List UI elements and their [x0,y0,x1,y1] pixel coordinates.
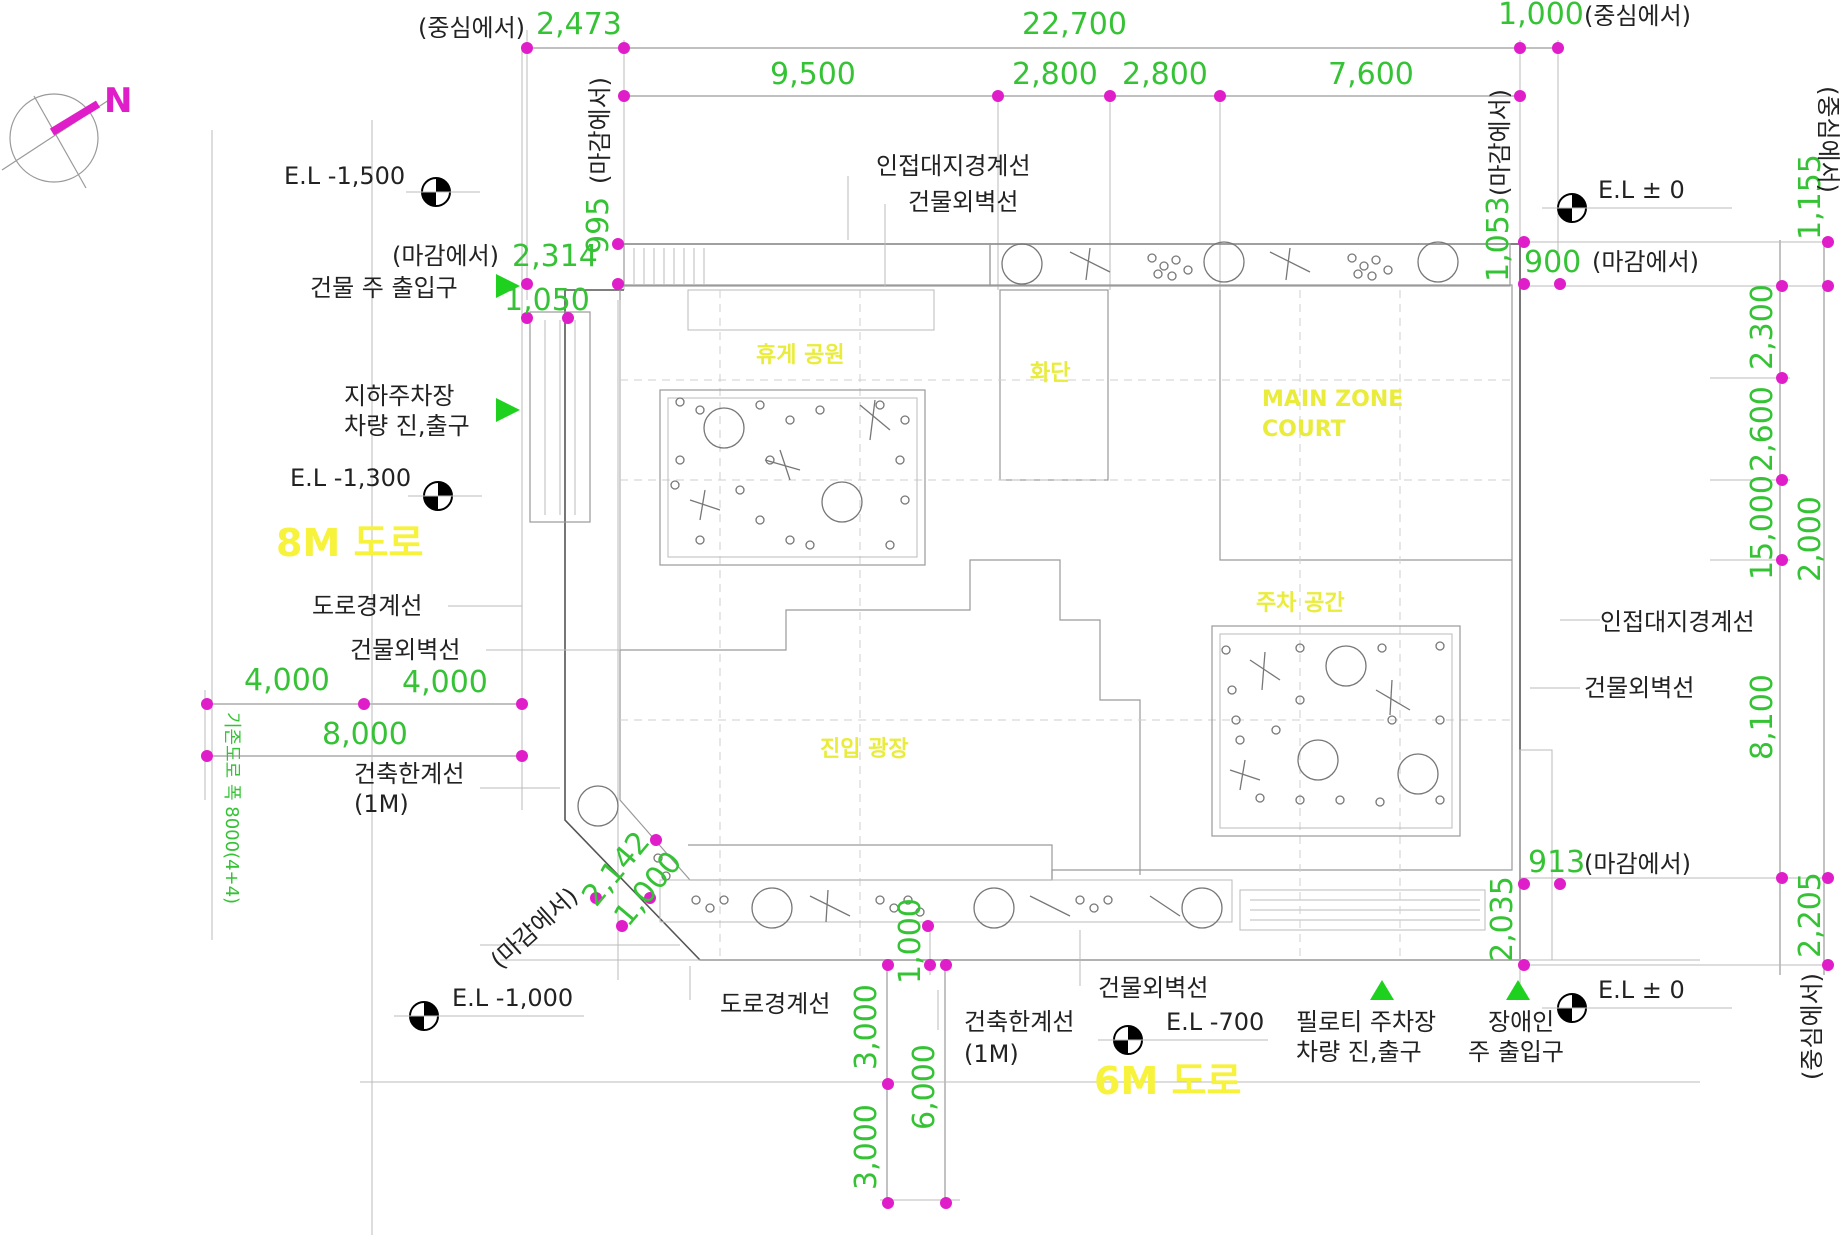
north-arrow-icon: N [1,81,132,189]
main-entrance-arrow-icon [496,274,520,298]
disabled-entrance-sub-label: 주 출입구 [1468,1038,1564,1066]
dim-2000: 2,000 [1793,496,1828,582]
building-outline [480,243,1700,961]
zone-b-label: 화단 [1030,361,1070,386]
dim-1050: 1,050 [504,283,590,318]
from-finish-vertical-right-label: (마감에서) [1486,89,1514,196]
disabled-entrance-label: 장애인 [1488,1008,1554,1036]
elevation-top-left: E.L -1,500 [284,162,405,190]
dim-7600: 7,600 [1328,57,1414,92]
dim-913: 913 [1528,845,1585,880]
dim-4000-b: 4,000 [402,665,488,700]
planter-left [659,389,926,566]
elevation-top-right: E.L ± 0 [1598,176,1685,204]
bottom-planting-strip [577,785,1233,929]
road-6m-bottom-label: 6M 도로 [1094,1059,1241,1103]
dim-8100: 8,100 [1745,674,1780,760]
dim-1053: 1,053 [1481,196,1516,282]
dim-995: 995 [581,197,616,254]
dim-3000-a: 3,000 [849,984,884,1070]
dim-2473: 2,473 [536,7,622,42]
left-dimension-lines [204,48,619,1235]
building-limit-bottom-label: 건축한계선 [964,1008,1074,1036]
elevation-bottom-right: E.L ± 0 [1598,976,1685,1004]
dim-8000: 8,000 [322,717,408,752]
building-wall-top-label: 건물외벽선 [908,188,1018,216]
zone-a-label: 휴게 공원 [756,343,845,368]
parking-entrance-arrow-icon [496,398,520,422]
from-finish-913-label: (마감에서) [1584,850,1691,878]
dim-2205: 2,205 [1793,872,1828,958]
building-limit-left-sub-label: (1M) [354,790,409,818]
from-center-vertical-right-top-label: (중심에서) [1814,86,1841,193]
building-wall-right-label: 건물외벽선 [1584,674,1694,702]
zone-e-label: 진입 광장 [820,737,909,762]
building-limit-bottom-sub-label: (1M) [964,1040,1019,1068]
dim-3000-b: 3,000 [849,1104,884,1190]
dim-2800-b: 2,800 [1122,57,1208,92]
piloti-entrance-arrow-icon [1370,980,1394,1000]
elevation-bottom-left: E.L -1,000 [452,984,573,1012]
disabled-entrance-arrow-icon [1506,980,1530,1000]
piloti-parking-entry-label: 차량 진,출구 [1296,1038,1422,1066]
dimension-points [201,42,1834,1209]
adjacent-boundary-top-label: 인접대지경계선 [876,152,1031,180]
existing-road-note: 기존도로 폭 8000(4+4) [221,712,242,904]
dim-1155: 1,155 [1793,154,1828,240]
road-boundary-left-label: 도로경계선 [312,592,422,620]
dim-15000: 15,000 [1745,475,1780,580]
dim-2035: 2,035 [1485,876,1520,962]
elevation-marker-icon [394,177,1732,1055]
dim-2300: 2,300 [1745,284,1780,370]
dim-1000-vertical: 1,000 [893,898,928,984]
entrance-arrows [496,274,1530,1000]
planter-right [1211,625,1461,837]
top-planting-strip [1001,241,1459,285]
dim-9500: 9,500 [770,57,856,92]
elevation-bottom-mid: E.L -700 [1166,1008,1264,1036]
dim-22700: 22,700 [1022,7,1127,42]
adjacent-boundary-right-label: 인접대지경계선 [1600,608,1755,636]
main-entrance-label: 건물 주 출입구 [310,274,458,302]
from-finish-2314-label: (마감에서) [392,242,499,270]
from-center-vertical-right-bottom-label: (중심에서) [1798,973,1826,1080]
from-center-top-right-label: (중심에서) [1584,2,1691,30]
dim-2314: 2,314 [512,239,598,274]
building-limit-left-label: 건축한계선 [354,760,464,788]
zone-c-label: MAIN ZONE [1262,387,1403,412]
road-8m-left-label: 8M 도로 [276,521,423,565]
road-boundary-bottom-label: 도로경계선 [720,990,830,1018]
from-finish-vertical-left-label: (마감에서) [586,77,614,184]
top-dimension-lines [526,30,1559,990]
building-wall-left-label: 건물외벽선 [350,636,460,664]
dim-900: 900 [1524,245,1581,280]
leader-lines [448,176,1600,1030]
dim-6000: 6,000 [907,1044,942,1130]
piloti-parking-label: 필로티 주차장 [1296,1008,1436,1036]
dim-2600: 2,600 [1745,386,1780,472]
building-wall-bottom-label: 건물외벽선 [1098,974,1208,1002]
from-center-top-left-label: (중심에서) [418,14,525,42]
dim-2800-a: 2,800 [1012,57,1098,92]
from-finish-900-label: (마감에서) [1592,248,1699,276]
zone-d-label: 주차 공간 [1256,591,1345,616]
basement-parking-label: 지하주차장 [344,382,454,410]
from-finish-diagonal-label: (마감에서) [485,882,583,974]
dim-4000-a: 4,000 [244,663,330,698]
north-letter: N [104,81,132,121]
elevation-mid-left: E.L -1,300 [290,464,411,492]
basement-parking-entry-label: 차량 진,출구 [344,412,470,440]
dim-1000-top: 1,000 [1498,0,1584,32]
zone-c2-label: COURT [1262,417,1346,442]
